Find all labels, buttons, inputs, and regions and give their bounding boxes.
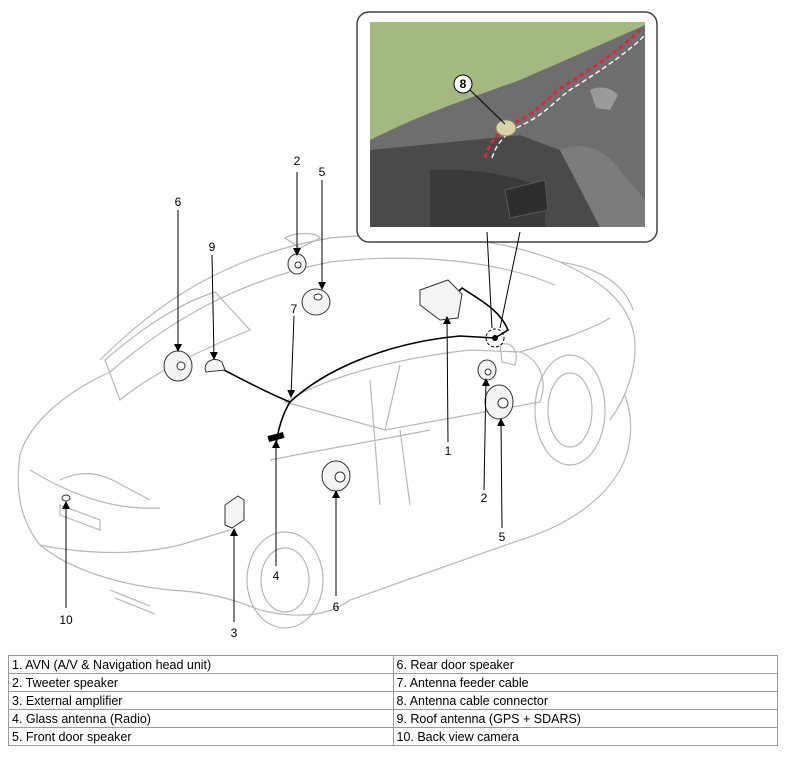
legend-item: 10. Back view camera <box>392 727 778 746</box>
roof-antenna <box>204 359 226 373</box>
glass-antenna <box>267 432 285 442</box>
legend-row: 4. Glass antenna (Radio) 9. Roof antenna… <box>8 709 778 728</box>
external-amplifier <box>224 495 245 529</box>
callout-10: 10 <box>59 613 73 627</box>
legend-item: 7. Antenna feeder cable <box>392 673 778 692</box>
callout-5-top: 5 <box>319 165 326 179</box>
callout-leaders <box>62 172 506 622</box>
tweeter-speaker-rear <box>287 253 307 275</box>
legend-row: 1. AVN (A/V & Navigation head unit) 6. R… <box>8 655 778 674</box>
component-location-diagram: 8 <box>17 11 658 640</box>
legend-item: 3. External amplifier <box>8 691 394 710</box>
tweeter-speaker-front <box>477 359 497 381</box>
legend-item: 2. Tweeter speaker <box>8 673 394 692</box>
legend-row: 2. Tweeter speaker 7. Antenna feeder cab… <box>8 673 778 692</box>
callout-8: 8 <box>460 77 467 91</box>
car-outline <box>17 232 636 629</box>
rear-door-speaker-upper <box>163 350 193 382</box>
legend-item: 9. Roof antenna (GPS + SDARS) <box>392 709 778 728</box>
callout-4: 4 <box>273 569 280 583</box>
antenna-feeder-cable <box>217 286 509 446</box>
avn-head-unit <box>419 279 463 321</box>
front-door-speaker <box>484 384 514 420</box>
inset-cable-highlight <box>483 28 642 159</box>
legend-table: 1. AVN (A/V & Navigation head unit) 6. R… <box>8 655 778 746</box>
callout-3: 3 <box>231 626 238 640</box>
legend-item: 5. Front door speaker <box>8 727 394 746</box>
front-door-speaker-upper <box>301 288 331 316</box>
callout-6-top: 6 <box>175 195 182 209</box>
callout-5-bottom: 5 <box>499 530 506 544</box>
callout-9: 9 <box>209 240 216 254</box>
legend-item: 6. Rear door speaker <box>392 655 778 674</box>
legend-item: 1. AVN (A/V & Navigation head unit) <box>8 655 394 674</box>
callout-6-bottom: 6 <box>333 600 340 614</box>
callout-2-top: 2 <box>294 154 301 168</box>
legend-item: 8. Antenna cable connector <box>392 691 778 710</box>
callout-7: 7 <box>291 302 298 316</box>
rear-door-speaker <box>321 460 351 492</box>
callout-1: 1 <box>445 444 452 458</box>
connector-marker <box>485 328 505 348</box>
legend-row: 5. Front door speaker 10. Back view came… <box>8 727 778 746</box>
legend-row: 3. External amplifier 8. Antenna cable c… <box>8 691 778 710</box>
legend-item: 4. Glass antenna (Radio) <box>8 709 394 728</box>
callout-2-bottom: 2 <box>481 491 488 505</box>
back-view-camera <box>61 494 71 502</box>
connector-detail-inset: 8 <box>356 11 658 243</box>
